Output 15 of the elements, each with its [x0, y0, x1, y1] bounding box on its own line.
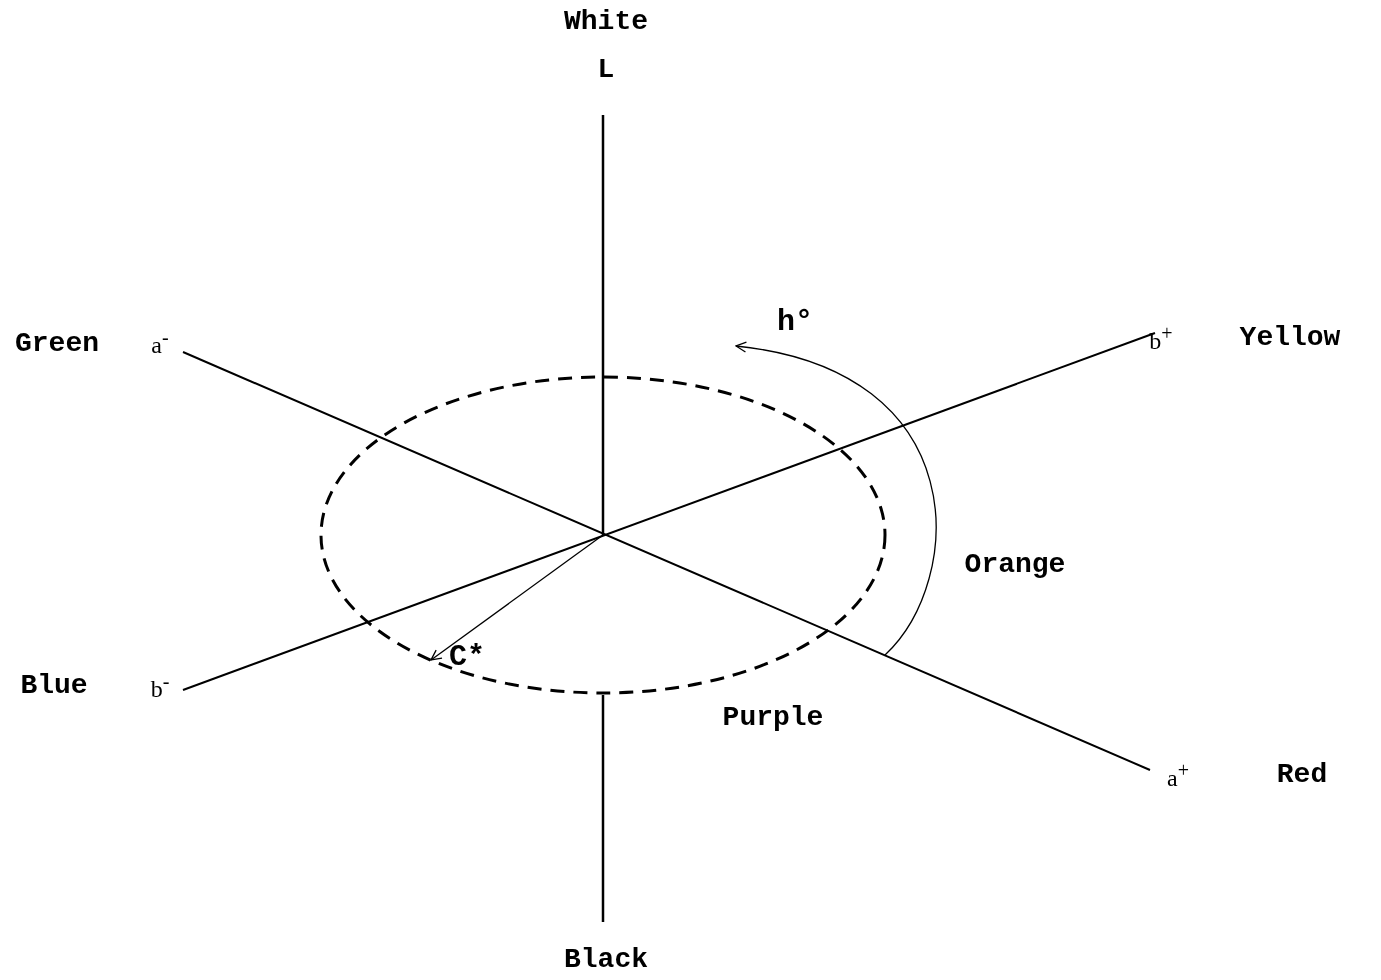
color-name-label: Purple	[722, 702, 824, 734]
axis-label: a$^{+}$	[1167, 758, 1189, 792]
color-name-label: Black	[564, 944, 648, 976]
color-name-label: Orange	[964, 549, 1066, 581]
chroma-label: C*	[449, 640, 485, 674]
axis-label: b$^{-}$	[150, 669, 170, 703]
color-name-label: Yellow	[1239, 322, 1341, 354]
axis-label: L	[597, 54, 615, 86]
color-name-label: White	[564, 6, 648, 38]
axis-label: b$^{+}$	[1149, 321, 1173, 355]
hue-angle-label: h°	[777, 305, 813, 339]
color-name-label: Blue	[20, 670, 88, 702]
color-name-label: Green	[15, 328, 99, 360]
axis-label: a$^{-}$	[151, 325, 169, 359]
color-name-label: Red	[1276, 759, 1328, 791]
